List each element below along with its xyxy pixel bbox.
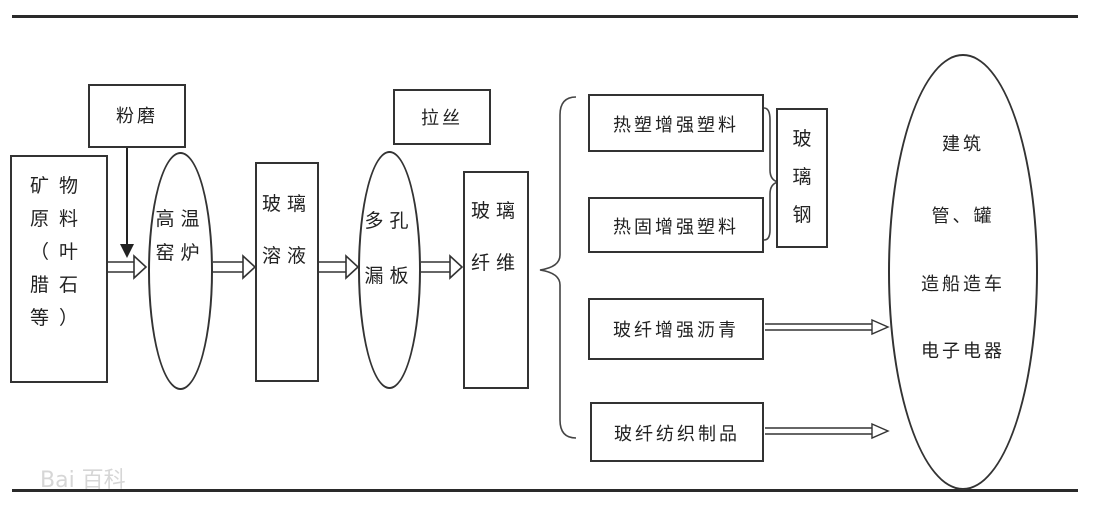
melt-label: 玻璃 溶液 [261,193,312,267]
ore-box [10,155,108,383]
app-ships-vehicles: 造船造车 [921,274,1005,295]
watermark: Bai 百科 [40,468,126,493]
arrow-ore-to-kiln [108,254,148,280]
bushing-label: 多孔 漏板 [364,210,415,287]
grind-label: 粉磨 [116,106,158,127]
textile-label: 玻纤纺织制品 [614,424,740,445]
kiln-label: 高温 窑炉 [155,208,206,264]
fiber-label: 玻璃 纤维 [470,200,521,274]
arrow-asphalt-to-apps [765,318,890,336]
bracket-products [539,96,577,439]
thermoplastic-label: 热塑增强塑料 [613,115,739,136]
top-rule [12,15,1078,18]
thermoplastic-box [588,94,764,152]
grind-box [88,84,186,148]
melt-box [255,162,319,382]
asphalt-label: 玻纤增强沥青 [613,320,739,341]
applications-ellipse [888,54,1038,490]
app-pipes-tanks: 管、罐 [931,206,995,227]
kiln-ellipse [148,152,213,390]
arrow-kiln-to-melt [213,254,257,280]
arrowhead-grind [120,244,134,258]
arrow-textile-to-apps [765,422,890,440]
bottom-rule [12,489,1078,492]
ore-label: 矿物 原料 （叶 腊石 等） [29,175,88,329]
thermoset-box [588,197,764,253]
bushing-ellipse [358,151,421,389]
fiber-box [463,171,529,389]
thermoset-label: 热固增强塑料 [613,217,739,238]
asphalt-box [588,298,764,360]
frp-label: 玻 璃 钢 [792,128,812,226]
arrow-bushing-to-fiber [421,254,464,280]
draw-label: 拉丝 [421,108,463,129]
textile-box [590,402,764,462]
app-electronics: 电子电器 [921,341,1005,362]
app-building: 建筑 [942,134,984,155]
arrow-melt-to-bushing [319,254,360,280]
frp-box [776,108,828,248]
draw-box [393,89,491,145]
